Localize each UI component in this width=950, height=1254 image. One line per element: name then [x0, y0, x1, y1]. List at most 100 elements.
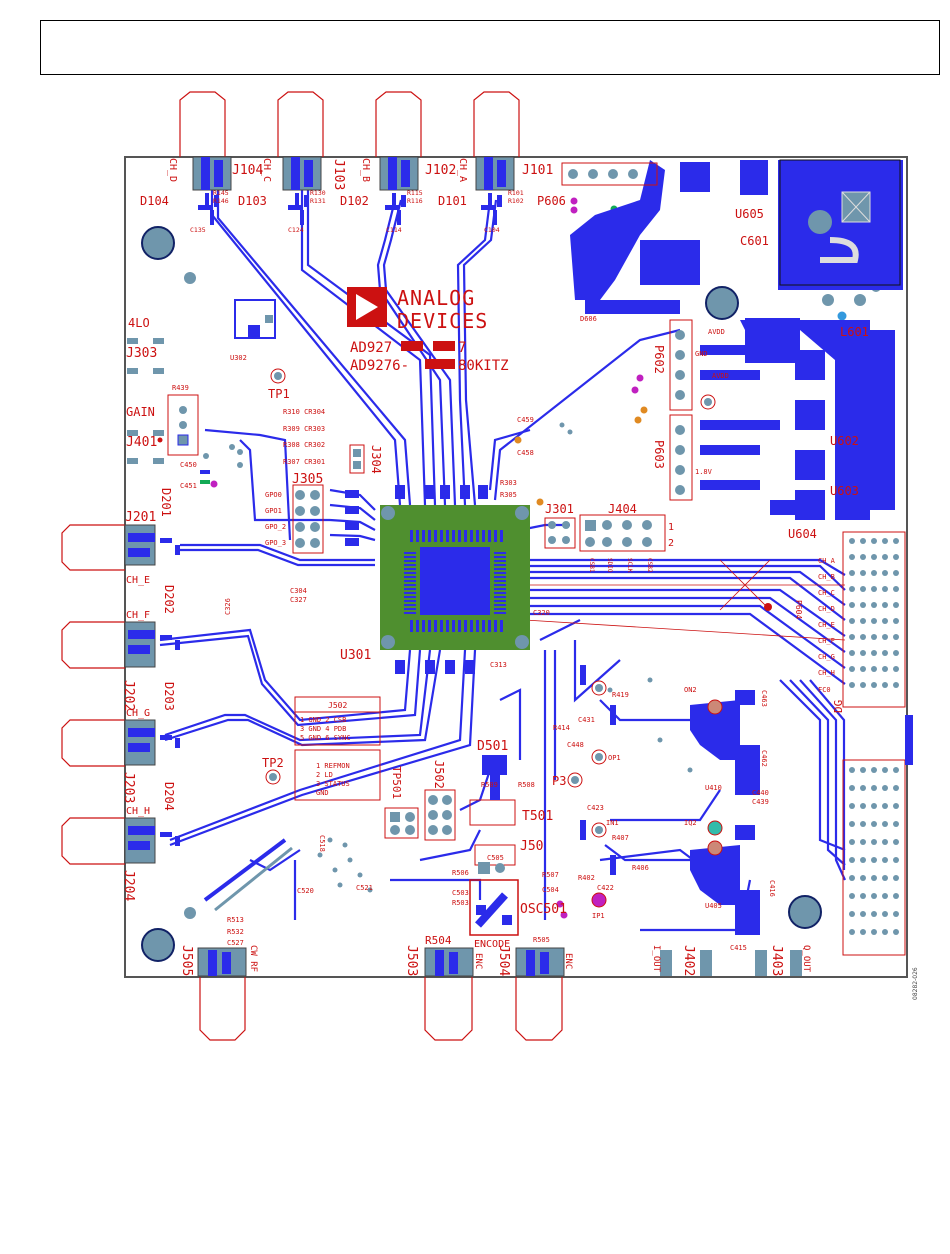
header-pin [882, 821, 888, 827]
spi-pin-label: SCLK [626, 558, 633, 573]
header-pin [860, 554, 866, 560]
connector-signal-label: ENC [563, 953, 573, 969]
header-pin [860, 821, 866, 827]
adc-pin [404, 560, 416, 562]
connector-ref: J403 [769, 945, 784, 976]
spi-pin-label: CSB2 [646, 558, 653, 573]
silk-label-r406: R406 [632, 864, 649, 872]
silk-label-tp2: TP2 [262, 756, 284, 770]
header-pin [860, 767, 866, 773]
left-upper-labels: 4LO J303 GAIN J401 TP1 U302 R439 C450 C4… [126, 316, 290, 490]
header-pin [860, 650, 866, 656]
silk-label-tp501: TP501 [390, 766, 403, 799]
adc-pin [470, 620, 473, 632]
svg-text:C104: C104 [484, 226, 500, 234]
adc-pin [458, 620, 461, 632]
header-pin [882, 682, 888, 688]
silk-label-j301: J301 [545, 502, 574, 516]
header-pin [882, 586, 888, 592]
adc-pin [404, 600, 416, 602]
silk-label-gpo1: GPO1 [265, 507, 282, 515]
adc-pin [440, 530, 443, 542]
silk-label-j502: J502 [328, 701, 347, 710]
silk-label-v18: 1.8V [695, 468, 713, 476]
lvds-channel-label: CH_G [818, 653, 835, 661]
adc-pin [410, 530, 413, 542]
logo-text-analog: ANALOG [397, 286, 475, 310]
gpo-area [292, 444, 365, 554]
silk-label-c503: C503 [452, 889, 469, 897]
header-pin [871, 785, 877, 791]
channel-label: CH_A [457, 158, 468, 182]
header-pin [849, 650, 855, 656]
silk-label-r307: R307 CR301 [283, 458, 325, 466]
header-pin [882, 767, 888, 773]
channel-label: CH_H [126, 806, 150, 817]
silk-label-r506: R506 [452, 869, 469, 877]
signal-traces [159, 185, 847, 932]
header-pin [893, 911, 899, 917]
header-pin [893, 570, 899, 576]
clock-section-parts [384, 755, 519, 936]
adc-pin [446, 620, 449, 632]
header-pin [882, 650, 888, 656]
lvds-channel-label: CH_C [818, 589, 835, 597]
adc-pin [500, 530, 503, 542]
svg-text:R115: R115 [407, 189, 423, 197]
adc-pin [428, 620, 431, 632]
connector-ref: J402 [681, 945, 696, 976]
header-pin [849, 875, 855, 881]
channel-label: CH_F [126, 610, 150, 621]
left-connector-labels: J201 CH_E D201 J202 CH_F D202 J203 CH_G … [121, 488, 176, 901]
diode-ref: D202 [162, 585, 176, 614]
adc-pin [452, 530, 455, 542]
bottom-connector-labels: J505 CW RF J503 ENC J504 ENC J402 I_OUT … [179, 945, 811, 976]
header-pin [871, 666, 877, 672]
silk-label-u605: U605 [735, 207, 764, 221]
power-details [561, 159, 901, 501]
header-pin [860, 602, 866, 608]
header-pin [860, 893, 866, 899]
connector-ref: J504 [496, 945, 511, 976]
header-pin [860, 618, 866, 624]
header-pin [860, 682, 866, 688]
connector-signal-label: ENC [473, 953, 483, 969]
header-pin [871, 618, 877, 624]
part-number-line2: AD9276- [350, 358, 409, 374]
header-pin [882, 929, 888, 935]
silk-label-c518: C518 [318, 835, 326, 852]
adc-pin [494, 552, 506, 554]
channel-label: CH_E [126, 575, 150, 586]
silk-label-u410: U410 [705, 784, 722, 792]
adc-pin [410, 620, 413, 632]
diode-ref: D204 [162, 782, 176, 811]
silk-label-c520: C520 [297, 887, 314, 895]
header-pin [882, 893, 888, 899]
header-pin [871, 602, 877, 608]
mounting-holes [141, 226, 822, 962]
silk-label-u302: U302 [230, 354, 247, 362]
adc-pin [494, 620, 497, 632]
header-pin [849, 554, 855, 560]
silk-label-c505: C505 [487, 854, 504, 862]
adc-pin [494, 580, 506, 582]
adc-pin [428, 530, 431, 542]
silk-label-r407: R407 [612, 834, 629, 842]
adc-pin [440, 620, 443, 632]
silk-label-p603: P603 [652, 440, 666, 469]
top-connector-small-parts [198, 193, 502, 225]
refmon-pin-row: 2 LD [316, 771, 333, 779]
silk-label-c415: C415 [730, 944, 747, 952]
silk-label-ip1: IP1 [592, 912, 605, 920]
silk-label-c527: C527 [227, 939, 244, 947]
silk-label-r310: R310 CR304 [283, 408, 325, 416]
adc-pin [494, 560, 506, 562]
diode-ref: D104 [140, 194, 169, 208]
header-pin [849, 602, 855, 608]
lvds-channel-label: CH_E [818, 621, 835, 629]
header-pin [871, 682, 877, 688]
silk-label-c504: C504 [542, 886, 559, 894]
demod-copper [580, 665, 760, 935]
header-pin [871, 893, 877, 899]
svg-text:R130: R130 [310, 189, 326, 197]
